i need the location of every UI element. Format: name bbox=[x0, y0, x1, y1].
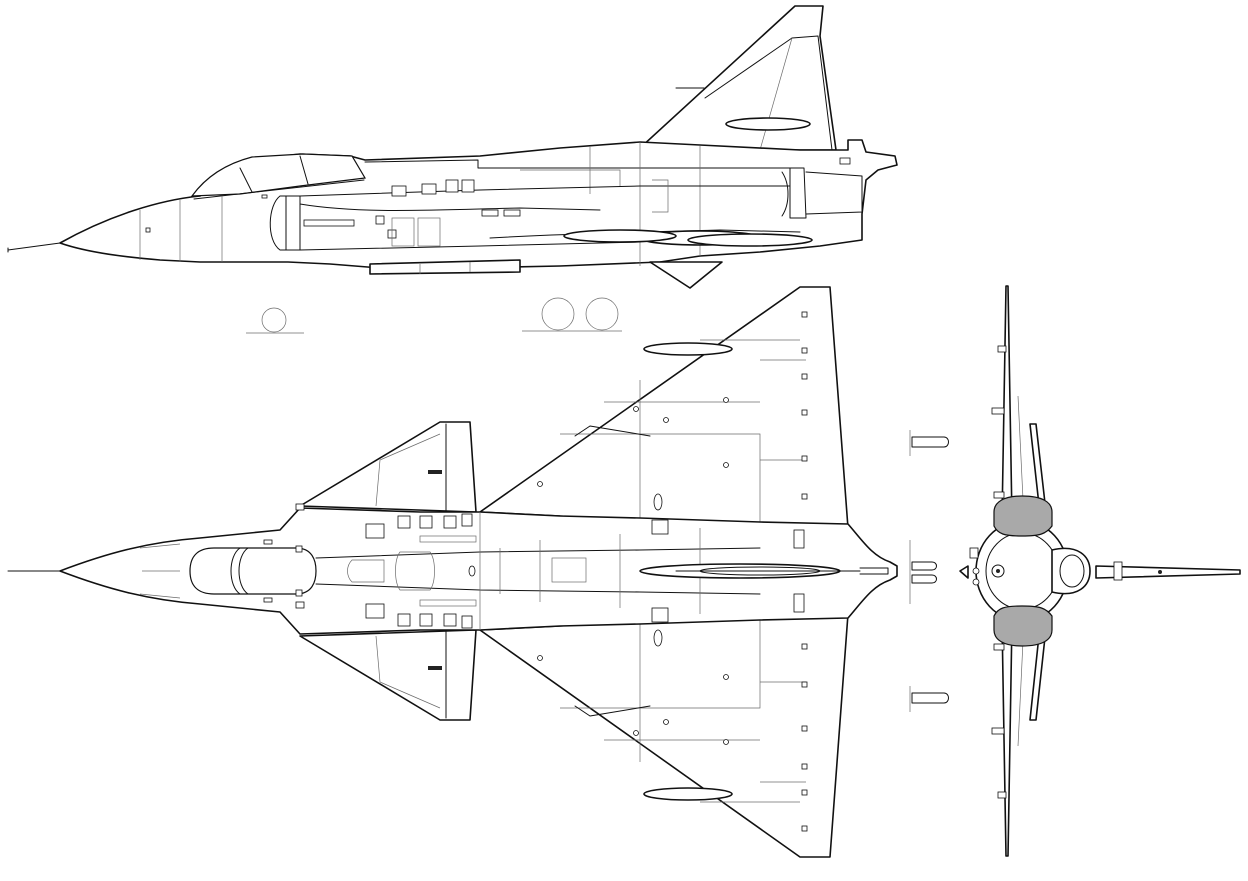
top-wingtip-pod-left bbox=[643, 342, 733, 356]
gear-legend bbox=[909, 430, 949, 712]
top-canard-left bbox=[299, 421, 477, 513]
front-vertical-fin bbox=[1001, 285, 1013, 521]
top-main-wing-right bbox=[479, 613, 849, 858]
side-air-intake bbox=[269, 195, 301, 251]
side-wheel-main-left bbox=[541, 297, 575, 331]
side-canopy bbox=[190, 153, 366, 197]
side-wheel-main-right bbox=[585, 297, 619, 331]
front-intake-upper bbox=[993, 495, 1053, 537]
side-pitot-probe bbox=[7, 242, 61, 251]
top-fuselage bbox=[59, 507, 898, 635]
top-main-wing-left bbox=[479, 286, 849, 529]
side-view bbox=[7, 5, 898, 334]
side-wheel-nose bbox=[261, 307, 287, 333]
side-fuselage bbox=[59, 139, 898, 269]
top-wingtip-pod-right bbox=[643, 787, 733, 801]
top-canard-right bbox=[299, 629, 477, 721]
side-exhaust bbox=[789, 167, 807, 219]
side-ventral-fin bbox=[649, 261, 723, 289]
front-wing bbox=[1095, 565, 1241, 579]
front-view bbox=[959, 285, 1241, 857]
top-canopy bbox=[189, 547, 317, 595]
top-view bbox=[7, 286, 898, 858]
side-fin-pod bbox=[725, 117, 811, 131]
front-intake-lower bbox=[993, 605, 1053, 647]
